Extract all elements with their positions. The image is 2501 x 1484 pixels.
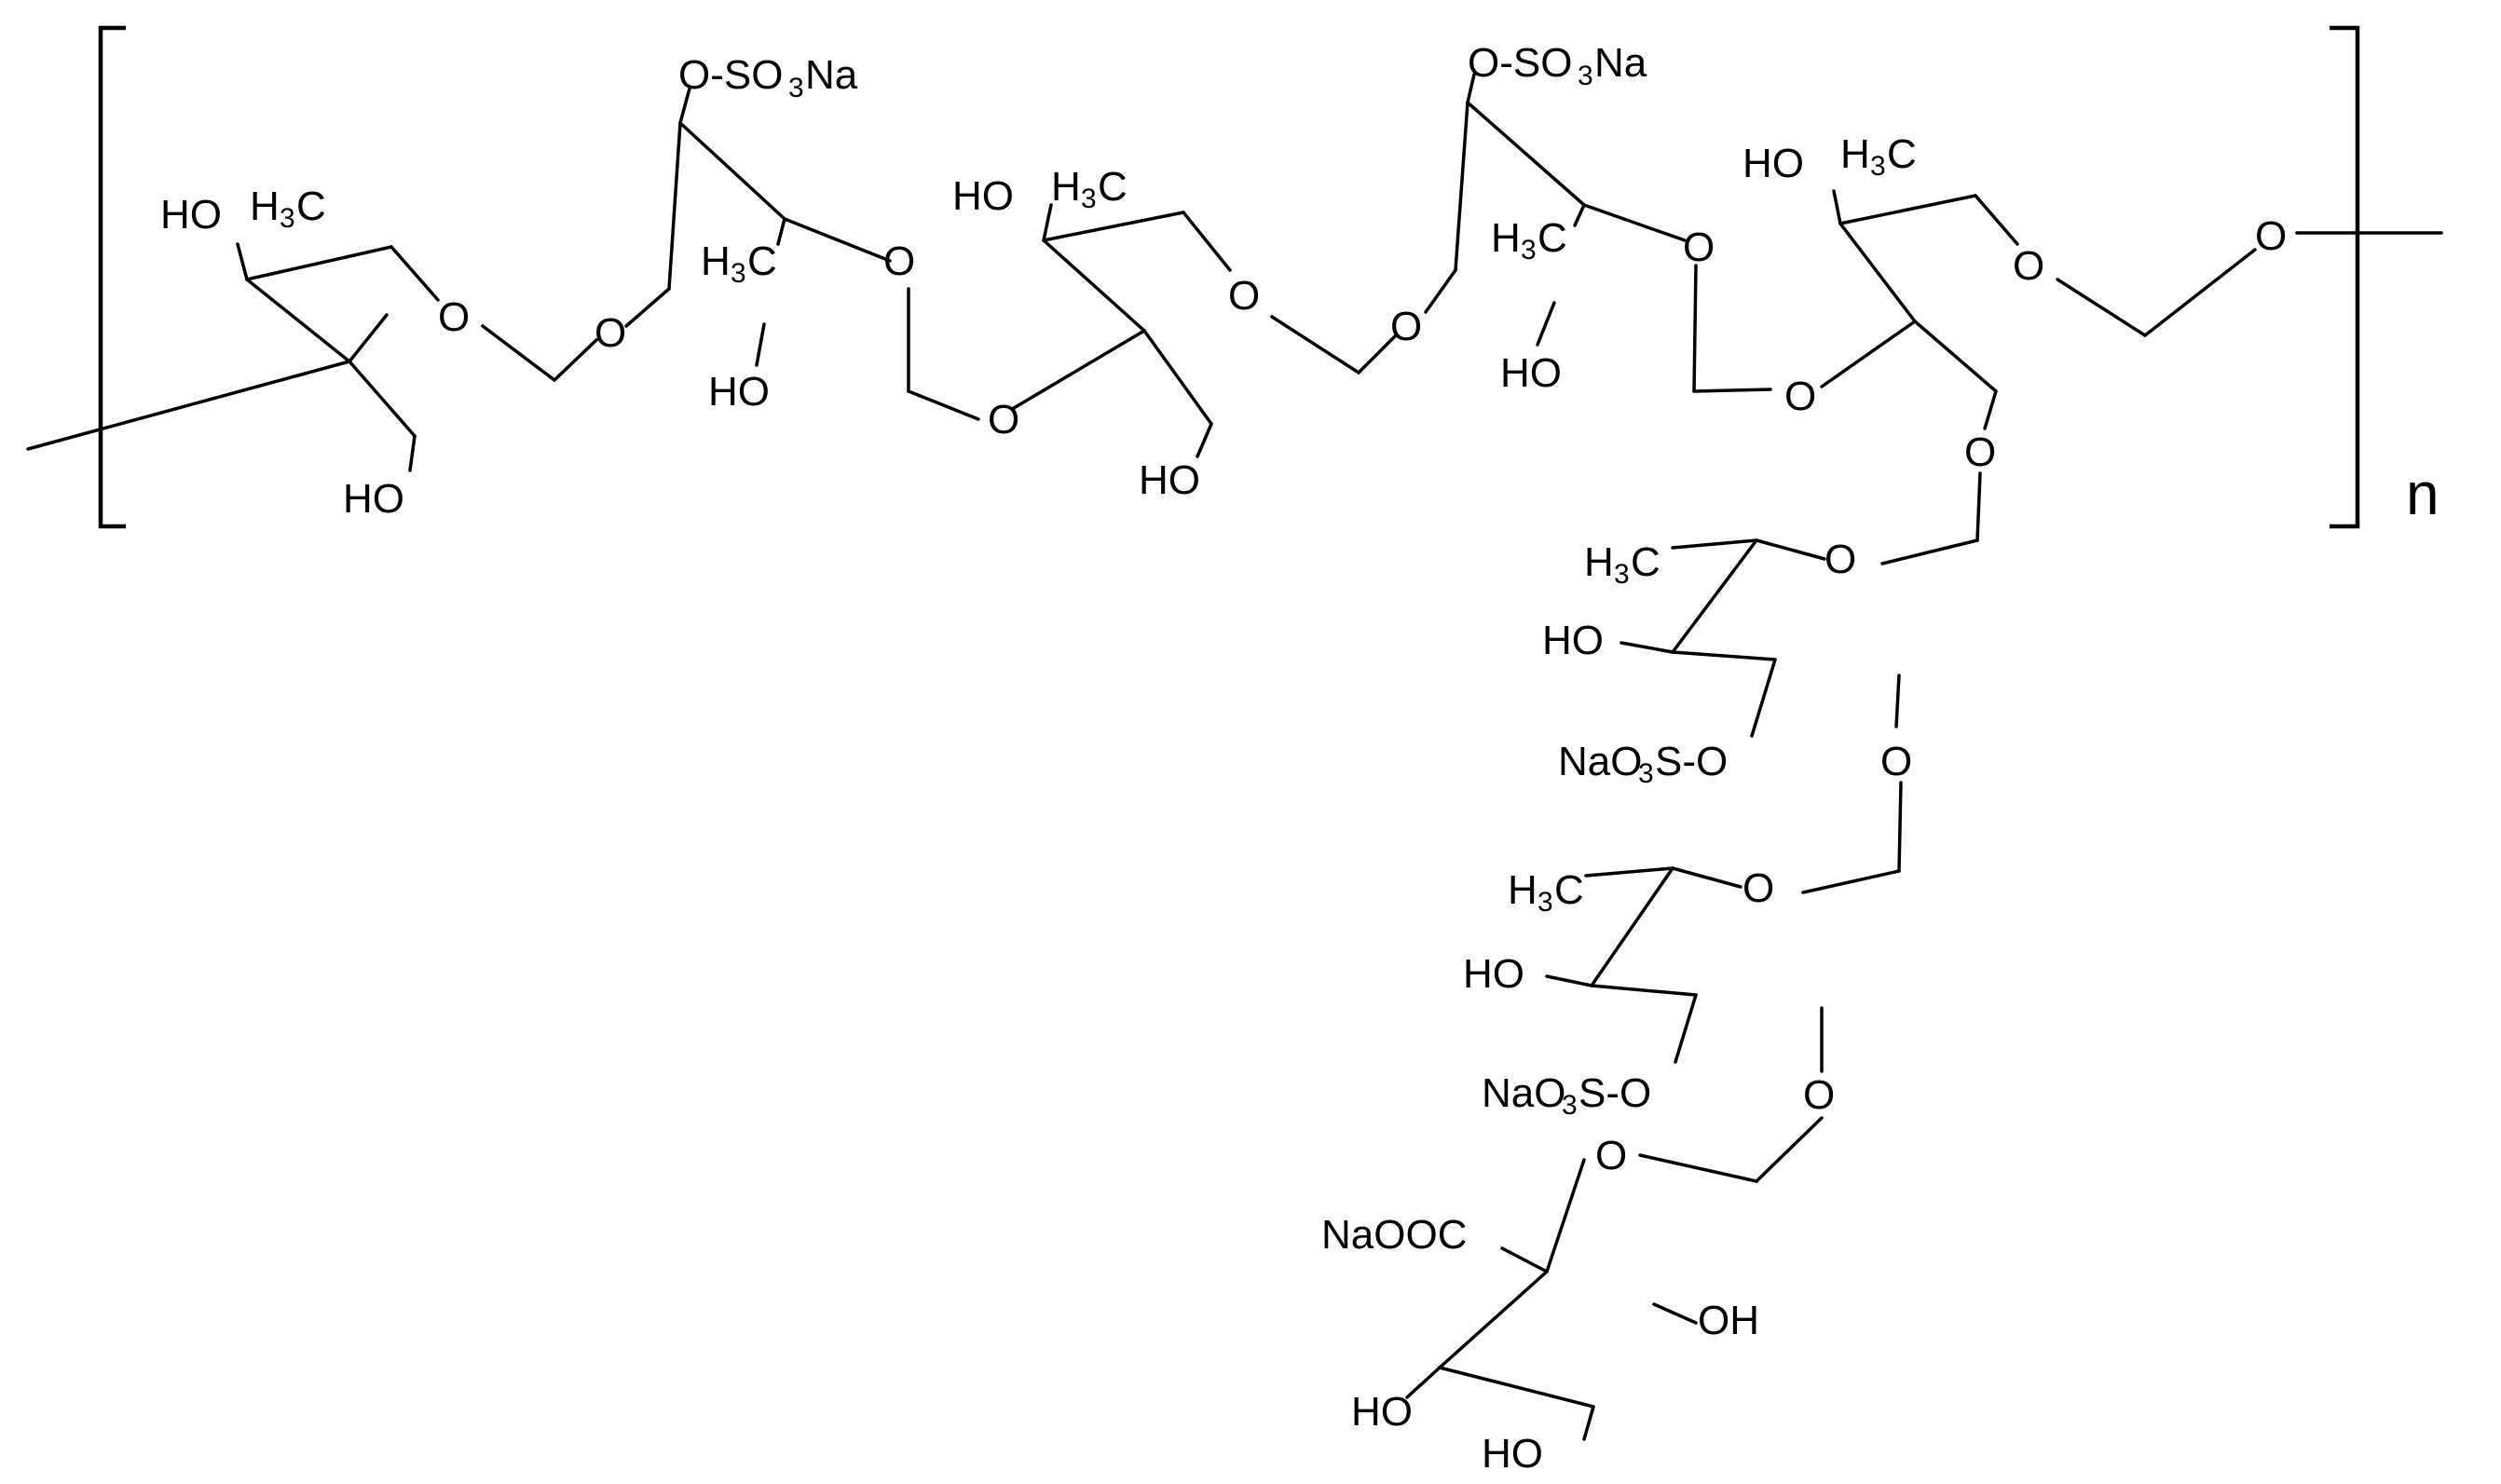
svg-text:O: O — [1742, 865, 1774, 911]
svg-text:C: C — [1098, 164, 1128, 210]
svg-text:H: H — [1840, 131, 1870, 177]
svg-text:H: H — [1051, 164, 1081, 210]
svg-text:H: H — [250, 184, 280, 229]
svg-text:3: 3 — [1562, 1090, 1578, 1121]
svg-text:O-SO: O-SO — [678, 52, 783, 98]
svg-text:HO: HO — [1500, 350, 1562, 396]
svg-text:S-O: S-O — [1655, 739, 1728, 784]
svg-text:O: O — [1824, 537, 1856, 582]
svg-text:S-O: S-O — [1578, 1070, 1651, 1116]
svg-text:Na: Na — [805, 52, 858, 98]
svg-text:O: O — [1228, 273, 1260, 319]
right-bracket — [2330, 25, 2360, 529]
svg-text:3: 3 — [1521, 235, 1537, 265]
svg-text:C: C — [1554, 867, 1584, 913]
svg-text:NaO: NaO — [1482, 1070, 1565, 1116]
svg-text:3: 3 — [1538, 887, 1553, 918]
svg-text:O: O — [1803, 1072, 1835, 1118]
svg-text:O: O — [1880, 739, 1912, 784]
svg-text:O: O — [1390, 304, 1422, 349]
svg-text:O-SO: O-SO — [1468, 40, 1572, 86]
svg-text:3: 3 — [731, 258, 746, 289]
left-bracket — [98, 25, 126, 529]
svg-text:HO: HO — [160, 192, 222, 238]
svg-text:O: O — [2013, 243, 2044, 289]
svg-text:O: O — [1683, 225, 1715, 270]
svg-text:3: 3 — [788, 73, 804, 103]
svg-text:O: O — [1964, 429, 1996, 475]
svg-text:3: 3 — [1081, 184, 1097, 214]
svg-text:HO: HO — [1351, 1389, 1413, 1435]
svg-text:H: H — [1491, 215, 1521, 261]
svg-text:NaO: NaO — [1558, 739, 1642, 784]
svg-text:HO: HO — [343, 476, 404, 522]
svg-text:C: C — [747, 238, 777, 284]
svg-text:3: 3 — [1614, 559, 1630, 590]
svg-text:3: 3 — [1578, 61, 1593, 91]
svg-text:OH: OH — [1698, 1298, 1759, 1343]
svg-text:O: O — [2255, 213, 2287, 259]
svg-text:HO: HO — [1742, 141, 1804, 186]
svg-text:H: H — [701, 238, 731, 284]
svg-text:HO: HO — [1139, 457, 1200, 503]
svg-text:O: O — [883, 238, 915, 284]
uronic-acid-ring-8: O NaOOC OH HO HO — [1321, 1116, 1824, 1477]
svg-text:O: O — [1595, 1133, 1627, 1178]
svg-text:H: H — [1584, 539, 1614, 585]
svg-text:O: O — [1784, 374, 1816, 419]
svg-text:HO: HO — [1542, 618, 1604, 663]
svg-text:HO: HO — [952, 173, 1014, 219]
svg-text:C: C — [1631, 539, 1660, 585]
svg-text:3: 3 — [1870, 151, 1886, 182]
svg-text:Na: Na — [1594, 40, 1647, 86]
svg-text:H: H — [1508, 867, 1538, 913]
svg-text:C: C — [1887, 131, 1917, 177]
svg-text:O: O — [988, 397, 1019, 442]
svg-text:HO: HO — [708, 369, 770, 415]
svg-text:3: 3 — [1638, 758, 1654, 789]
svg-text:3: 3 — [280, 203, 295, 234]
svg-text:HO: HO — [1482, 1431, 1543, 1477]
svg-text:C: C — [296, 184, 326, 229]
repeat-count-n: n — [2406, 460, 2440, 527]
svg-text:O: O — [594, 310, 626, 356]
repeat-brackets: n — [98, 25, 2440, 529]
svg-text:NaOOC: NaOOC — [1321, 1212, 1467, 1258]
svg-text:C: C — [1538, 215, 1567, 261]
svg-text:O: O — [438, 294, 470, 340]
svg-text:HO: HO — [1463, 951, 1524, 997]
